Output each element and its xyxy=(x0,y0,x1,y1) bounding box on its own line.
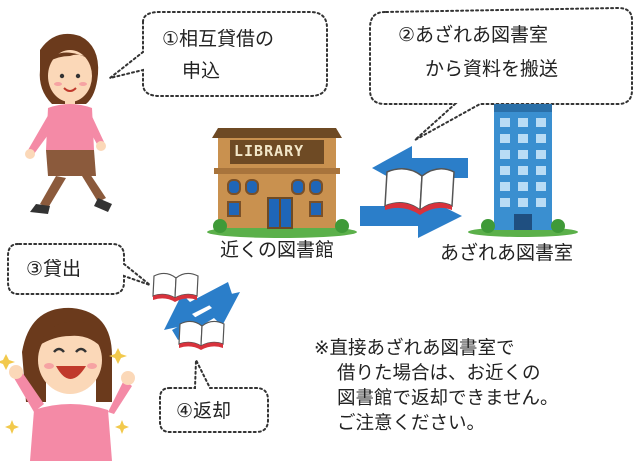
woman-walking-illustration xyxy=(25,33,112,214)
step-lend-label: ③貸出 xyxy=(26,258,82,280)
note-line-1: ※直接あざれあ図書室で xyxy=(314,338,515,359)
note-line-2: 借りた場合は、お近くの xyxy=(337,363,541,384)
step-transport-line-2: から資料を搬送 xyxy=(425,58,559,80)
step-transport-line-1: ②あざれあ図書室 xyxy=(398,24,549,46)
step-request-line-1: ①相互貸借の xyxy=(162,28,275,50)
step-return-label: ④返却 xyxy=(176,400,232,422)
sparkle-icon xyxy=(0,348,129,434)
step-request-line-2: 申込 xyxy=(182,60,221,82)
note-line-3: 図書館で返却できません。 xyxy=(337,388,559,409)
bubble-request xyxy=(109,11,328,97)
book-icon-return xyxy=(178,320,225,350)
note-line-4: ご注意ください。 xyxy=(337,413,486,434)
woman-cheering-illustration xyxy=(0,307,135,461)
bubble-return xyxy=(159,359,269,433)
library-sign-text: LIBRARY xyxy=(234,142,305,160)
azarea-library-building-icon xyxy=(468,104,578,237)
book-icon-transport xyxy=(384,168,455,215)
bubble-transport xyxy=(369,6,633,141)
bubble-lend xyxy=(7,243,151,295)
local-library-label: 近くの図書館 xyxy=(220,239,335,261)
book-icon-lend xyxy=(152,272,199,302)
azarea-library-label: あざれあ図書室 xyxy=(440,242,574,264)
local-library-building-icon xyxy=(207,128,357,238)
